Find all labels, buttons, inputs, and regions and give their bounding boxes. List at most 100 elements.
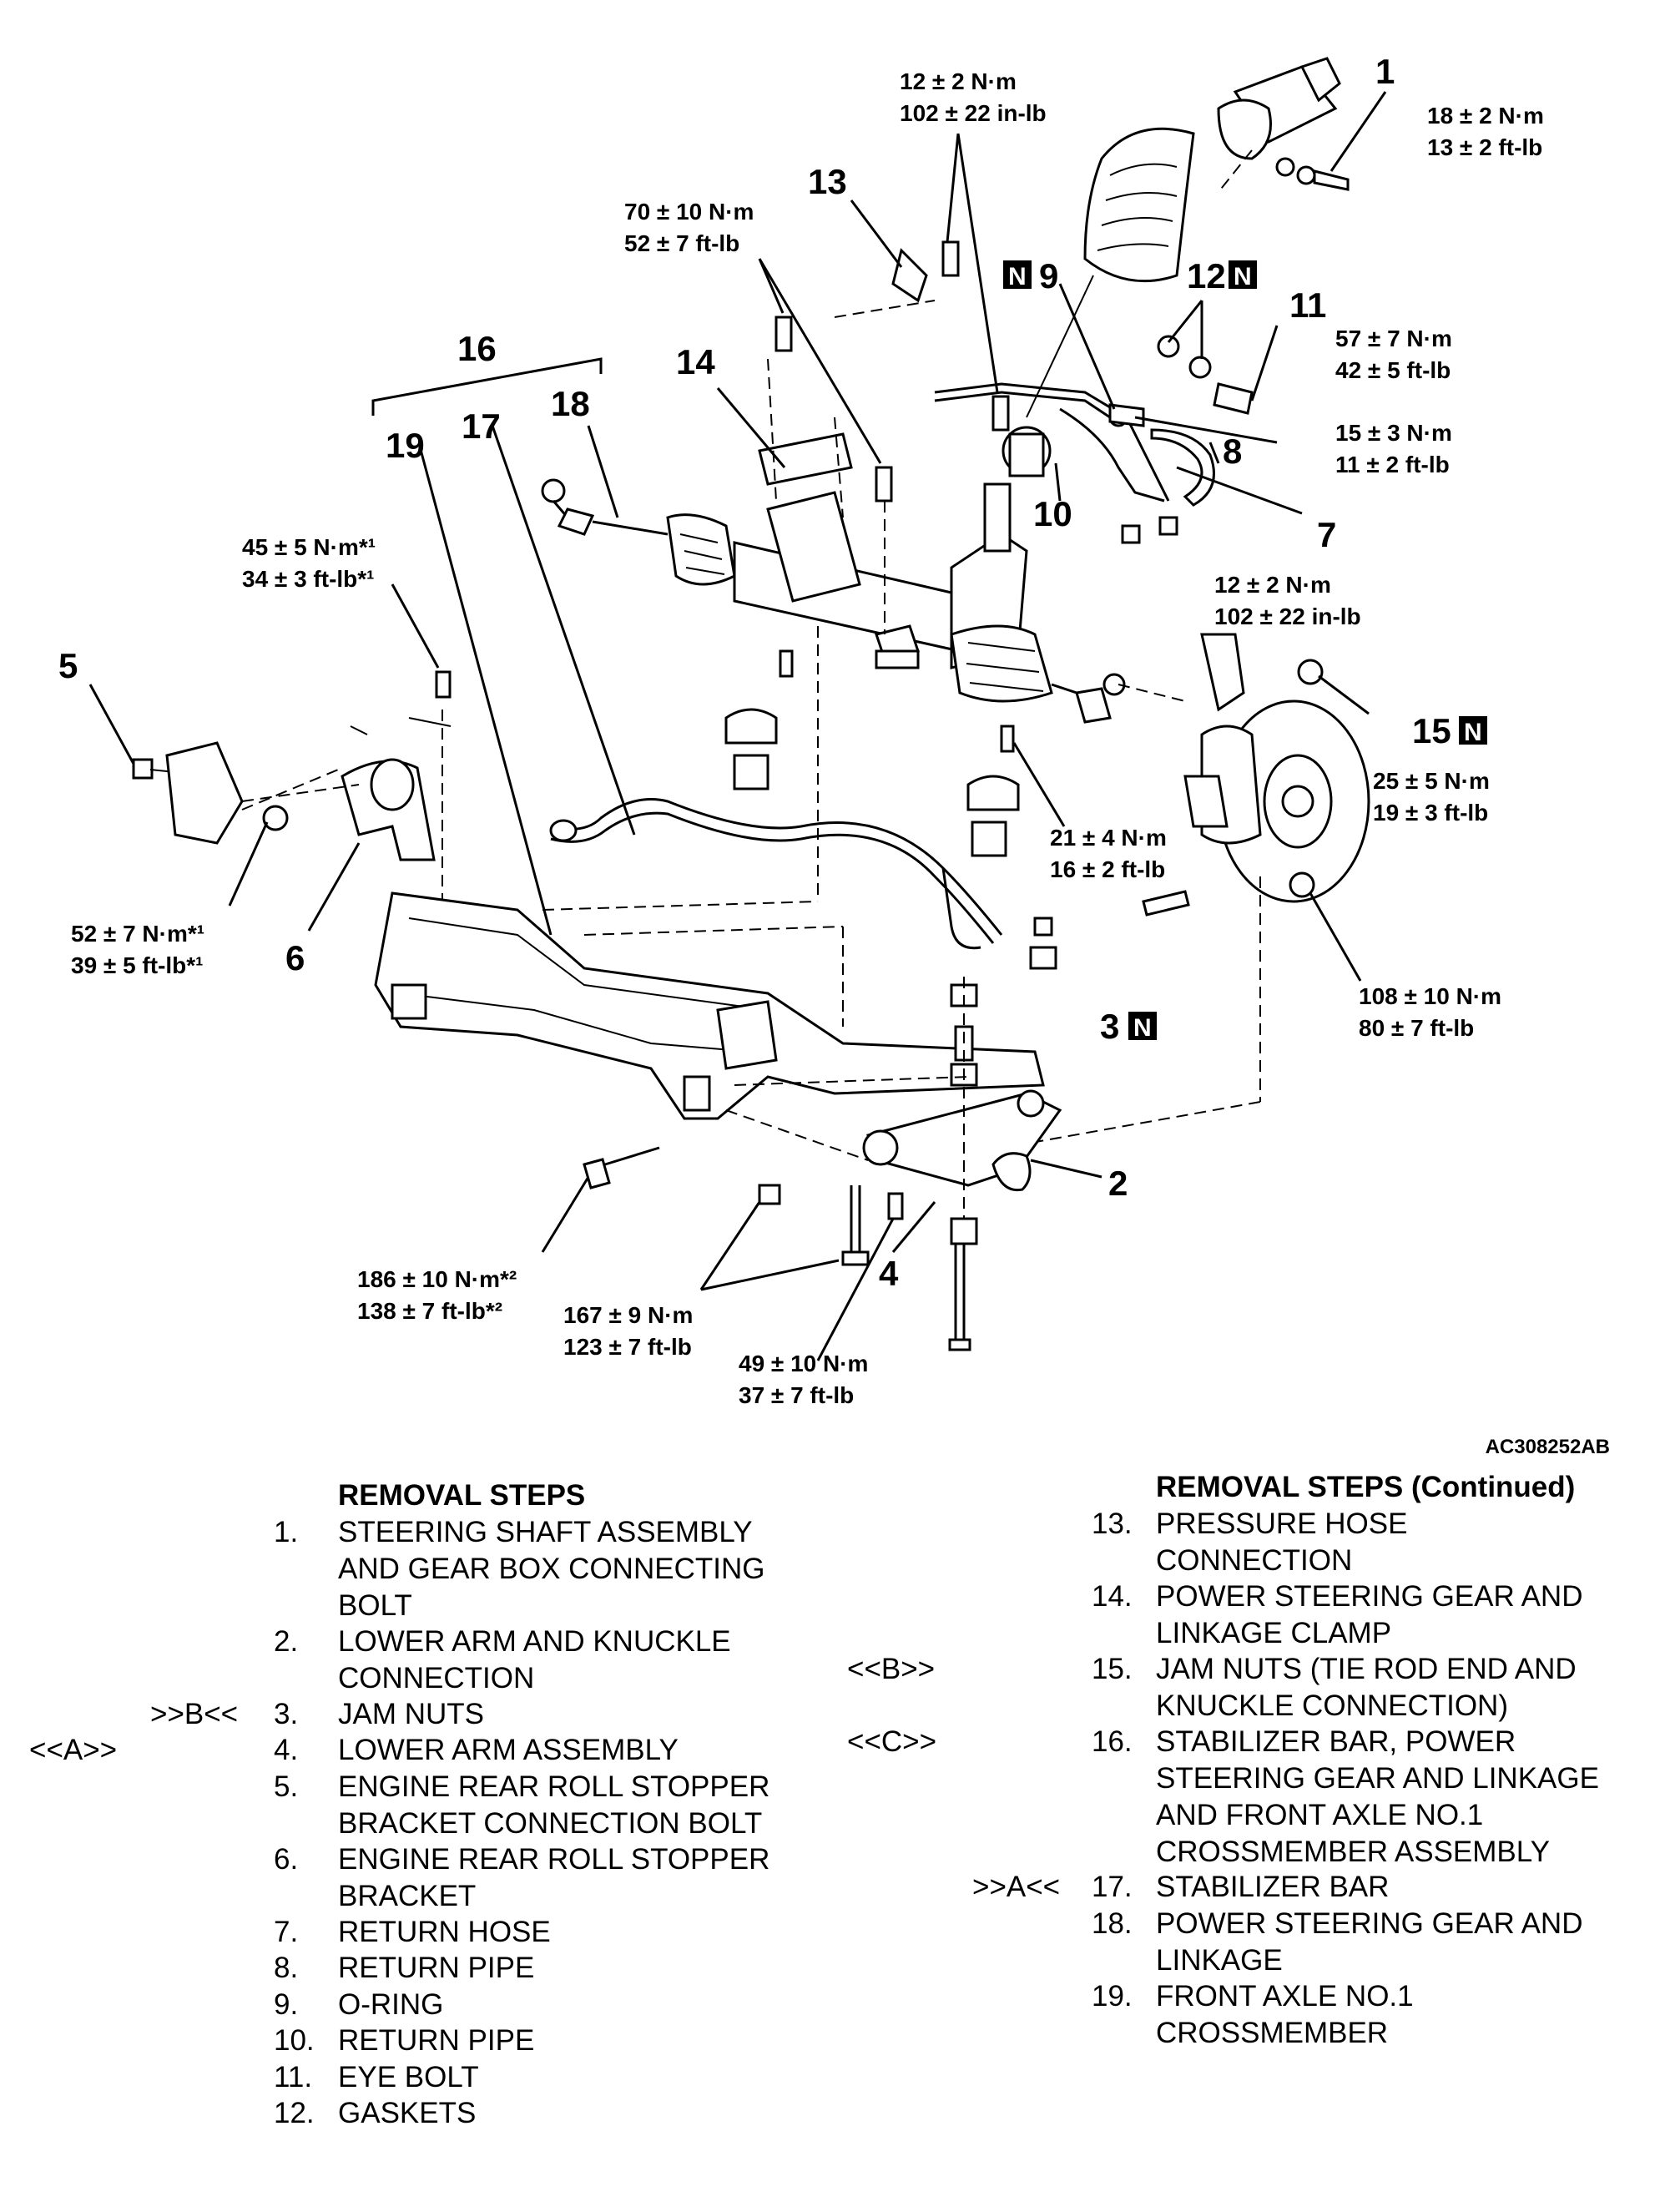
step-number: 13. [1092, 1507, 1133, 1540]
illustration [132, 57, 1370, 1351]
torque-t11: 108 ± 10 N·m80 ± 7 ft-lb [1359, 983, 1501, 1041]
svg-text:21 ± 4 N·m: 21 ± 4 N·m [1050, 825, 1167, 851]
svg-text:N: N [1464, 719, 1482, 746]
step-number: 12. [274, 2097, 315, 2129]
step-text: O-RING [338, 1987, 444, 2021]
exploded-view-diagram: 1 2 3 N 4 5 6 7 8 N 9 10 11 12 N 13 14 1… [58, 52, 1544, 1408]
callout-14: 14 [676, 342, 715, 381]
svg-text:45 ± 5 N·m*¹: 45 ± 5 N·m*¹ [242, 534, 376, 560]
step-text: PRESSURE HOSE CONNECTION [1156, 1507, 1408, 1577]
svg-text:34 ± 3 ft-lb*¹: 34 ± 3 ft-lb*¹ [242, 566, 375, 592]
callout-5: 5 [58, 646, 78, 685]
torque-t13: 167 ± 9 N·m 123 ± 7 ft-lb [563, 1302, 693, 1360]
part-callouts: 1 2 3 N 4 5 6 7 8 N 9 10 11 12 N 13 14 1… [58, 52, 1487, 1293]
step-text: POWER STEERING GEAR AND LINKAGE CLAMP [1156, 1580, 1583, 1649]
step-reference-mark: <<C>> [847, 1725, 937, 1758]
figure-code: AC308252AB [1485, 1436, 1610, 1458]
callout-9: 9 [1039, 256, 1058, 295]
callout-18: 18 [551, 384, 590, 423]
svg-text:12 ± 2 N·m: 12 ± 2 N·m [1214, 572, 1331, 598]
removal-step: <<B>> 15. JAM NUTS (TIE ROD END AND KNUCKL… [826, 1651, 1652, 1724]
svg-text:13 ± 2 ft-lb: 13 ± 2 ft-lb [1427, 134, 1542, 160]
callout-3: 3 [1100, 1007, 1119, 1046]
bracket-16 [371, 357, 603, 416]
svg-text:37 ± 7 ft-lb: 37 ± 7 ft-lb [739, 1382, 854, 1408]
removal-step: 11.EYE BOLT [0, 2059, 818, 2096]
svg-text:N: N [1008, 263, 1027, 290]
hoses-and-pipes [934, 275, 1254, 544]
removal-step: >>A<<17.STABILIZER BAR [826, 1869, 1652, 1906]
svg-text:N: N [1133, 1014, 1152, 1042]
svg-text:138 ± 7 ft-lb*²: 138 ± 7 ft-lb*² [357, 1298, 502, 1324]
callout-13: 13 [808, 162, 847, 201]
svg-text:18 ± 2 N·m: 18 ± 2 N·m [1427, 103, 1544, 129]
svg-text:102 ± 22 in-lb: 102 ± 22 in-lb [1214, 604, 1361, 629]
step-number: 14. [1092, 1580, 1133, 1613]
svg-text:39 ± 5 ft-lb*¹: 39 ± 5 ft-lb*¹ [71, 952, 204, 978]
removal-step: 12. GASKETS [0, 2095, 818, 2132]
torque-t14: 49 ± 10 N·m 37 ± 7 ft-lb [739, 1351, 868, 1408]
svg-text:167 ± 9 N·m: 167 ± 9 N·m [563, 1302, 693, 1328]
svg-text:49 ± 10 N·m: 49 ± 10 N·m [739, 1351, 868, 1376]
torque-t10: 52 ± 7 N·m*¹39 ± 5 ft-lb*¹ [71, 921, 204, 978]
step-text: LOWER ARM ASSEMBLY [338, 1734, 679, 1766]
removal-steps-continued-title: REMOVAL STEPS (Continued) [1156, 1471, 1576, 1503]
removal-step: 10.RETURN PIPE [0, 2023, 818, 2059]
step-text: GASKETS [338, 2097, 477, 2129]
step-reference-mark: >>A<< [972, 1871, 1061, 1903]
removal-steps-left: REMOVAL STEPS 1.STEERING SHAFT ASSEMBLY … [0, 1477, 818, 2187]
svg-text:12 ± 2 N·m: 12 ± 2 N·m [900, 68, 1017, 94]
removal-step: <<A>> 4. LOWER ARM ASSEMBLY [0, 1732, 818, 1769]
leader-lines [88, 91, 1387, 1361]
torque-t5: 15 ± 3 N·m11 ± 2 ft-lb [1335, 420, 1452, 477]
callout-15: 15 [1412, 711, 1451, 750]
step-text: FRONT AXLE NO.1 CROSSMEMBER [1156, 1979, 1414, 2049]
step-text: POWER STEERING GEAR AND LINKAGE [1156, 1906, 1583, 1977]
step-number: 8. [274, 1952, 299, 1984]
removal-steps-right: REMOVAL STEPS (Continued) 13. PRESSURE HO… [826, 1469, 1652, 2187]
svg-text:25 ± 5 N·m: 25 ± 5 N·m [1373, 768, 1490, 794]
step-reference-mark: <<A>> [29, 1734, 118, 1766]
step-number: 1. [274, 1516, 299, 1548]
knuckle-hub [1026, 633, 1370, 1144]
steering-shaft-joint [1217, 57, 1350, 193]
step-text: ENGINE REAR ROLL STOPPER BRACKET [338, 1842, 770, 1912]
step-number: 18. [1092, 1906, 1133, 1940]
step-text: STEERING SHAFT ASSEMBLY AND GEAR BOX CON… [338, 1516, 765, 1622]
svg-text:70 ± 10 N·m: 70 ± 10 N·m [624, 199, 754, 225]
step-text: JAM NUTS (TIE ROD END AND KNUCKLE CONNEC… [1156, 1653, 1577, 1722]
callout-7: 7 [1317, 515, 1336, 554]
torque-t9: 21 ± 4 N·m 16 ± 2 ft-lb [1050, 825, 1167, 882]
svg-text:16 ± 2 ft-lb: 16 ± 2 ft-lb [1050, 856, 1165, 882]
step-number: 10. [274, 2024, 315, 2057]
step-reference-mark: >>B<< [150, 1697, 239, 1730]
svg-text:108 ± 10 N·m: 108 ± 10 N·m [1359, 983, 1501, 1009]
svg-text:11 ± 2 ft-lb: 11 ± 2 ft-lb [1335, 452, 1450, 477]
callout-12: 12 [1187, 256, 1226, 295]
step-reference-mark: <<B>> [847, 1653, 936, 1685]
svg-text:123 ± 7 ft-lb: 123 ± 7 ft-lb [563, 1334, 692, 1360]
removal-step: 5.ENGINE REAR ROLL STOPPER BRACKET CONNE… [0, 1769, 818, 1841]
callout-10: 10 [1033, 494, 1072, 533]
steering-gear-rack [541, 478, 1126, 724]
crossmember [374, 626, 1045, 1120]
step-text: STABILIZER BAR, POWER STEERING GEAR AND … [1156, 1725, 1599, 1868]
step-number: 4. [274, 1734, 299, 1766]
step-number: 15. [1092, 1653, 1133, 1685]
step-number: 17. [1092, 1871, 1133, 1903]
svg-text:N: N [1234, 263, 1252, 290]
stabilizer-bar [549, 649, 1057, 970]
step-number: 6. [274, 1842, 299, 1876]
callout-2: 2 [1108, 1164, 1128, 1203]
step-text: RETURN PIPE [338, 1952, 535, 1984]
callout-16: 16 [457, 329, 497, 368]
callout-11: 11 [1289, 285, 1326, 325]
n-badge-15: N [1459, 716, 1487, 746]
removal-step: 19.FRONT AXLE NO.1 CROSSMEMBER [826, 1978, 1652, 2051]
step-text: EYE BOLT [338, 2060, 479, 2093]
removal-step: 9.O-RING [0, 1987, 818, 2023]
removal-step: 2.LOWER ARM AND KNUCKLE CONNECTION [0, 1624, 818, 1696]
